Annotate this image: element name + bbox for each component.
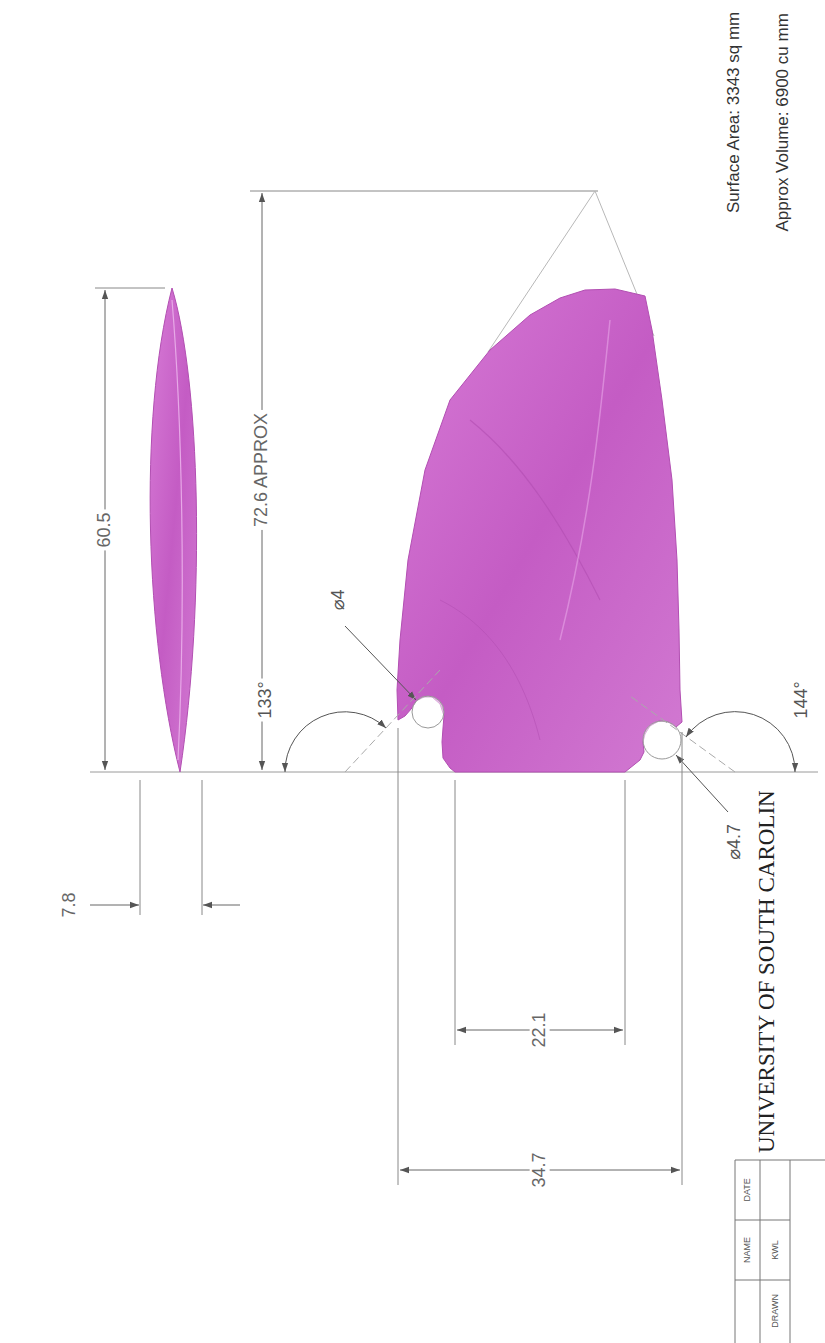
projectile-point bbox=[397, 289, 682, 772]
extension-line bbox=[140, 780, 141, 915]
table-cell: DATE bbox=[743, 1178, 753, 1201]
edge-view bbox=[150, 288, 196, 772]
flake-scar bbox=[470, 420, 600, 600]
extension-line bbox=[95, 288, 165, 289]
angle-line bbox=[345, 670, 440, 772]
extension-line bbox=[250, 191, 598, 192]
extension-line bbox=[682, 732, 683, 1185]
diameter-text: ⌀4.7 bbox=[725, 821, 745, 863]
table-cell: KWL bbox=[771, 1240, 781, 1260]
dimension-text: 72.6 APPROX bbox=[252, 410, 272, 530]
note-text: Surface Area: 3343 sq mm bbox=[726, 11, 745, 212]
extension-line bbox=[455, 780, 456, 1045]
dimension-text: 7.8 bbox=[60, 889, 80, 920]
diameter-text: ⌀4 bbox=[328, 587, 348, 614]
angle-arc bbox=[285, 712, 386, 772]
dimension-text: 22.1 bbox=[530, 1009, 550, 1050]
angle-text: 144° bbox=[792, 678, 812, 721]
table-cell: NAME bbox=[743, 1237, 753, 1263]
dimension-line bbox=[90, 905, 139, 906]
dimension-text: 60.5 bbox=[95, 509, 115, 550]
edge-ridge bbox=[172, 300, 182, 760]
title-text: UNIVERSITY OF SOUTH CAROLIN bbox=[753, 791, 778, 1154]
extension-line bbox=[625, 780, 626, 1045]
angle-arc bbox=[686, 712, 795, 772]
extension-line bbox=[398, 728, 399, 1185]
flake-scar bbox=[440, 600, 540, 740]
dimension-text: 34.7 bbox=[530, 1149, 550, 1190]
dimension-line bbox=[203, 905, 240, 906]
notch-circle bbox=[643, 721, 681, 759]
flake-scar bbox=[560, 320, 610, 640]
extension-line bbox=[202, 780, 203, 915]
table-cell: DRAWN bbox=[771, 1294, 781, 1328]
notch-circle bbox=[412, 696, 444, 728]
note-text: Approx Volume: 6900 cu mm bbox=[774, 13, 793, 231]
title-block bbox=[735, 1160, 825, 1343]
leader-line bbox=[345, 626, 416, 700]
leader-line bbox=[676, 755, 728, 812]
angle-text: 133° bbox=[256, 678, 276, 721]
